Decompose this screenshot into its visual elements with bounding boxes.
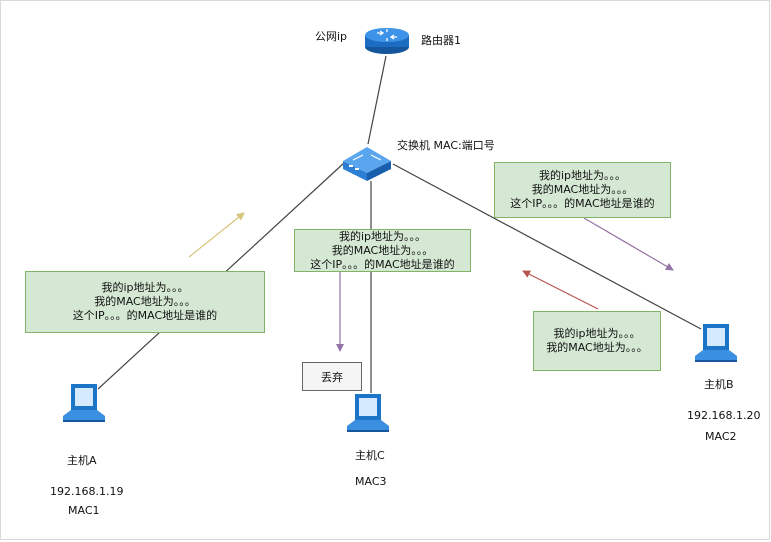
note-line: 我的ip地址为。。。 [553, 327, 641, 340]
message-note-from-hostB: 我的ip地址为。。。 我的MAC地址为。。。 [533, 311, 661, 371]
note-line: 我的ip地址为。。。 [538, 169, 627, 182]
discard-box: 丢弃 [302, 362, 362, 391]
arrow-hostB-to-switch [522, 270, 599, 310]
arrow-switch-to-hostB [583, 217, 674, 271]
link-router-switch [367, 55, 387, 145]
laptop-icon-hostB [693, 322, 739, 372]
router-name: 路由器1 [421, 34, 461, 47]
note-line: 这个IP。。。的MAC地址是谁的 [310, 257, 455, 271]
laptop-icon-hostC [345, 392, 391, 442]
switch-label: 交换机 MAC:端口号 [397, 139, 495, 152]
hostB-mac: MAC2 [705, 430, 737, 443]
router-icon [363, 25, 411, 61]
arrow-hostA-to-switch [188, 212, 245, 258]
laptop-icon-hostA [61, 382, 107, 432]
hostA-ip: 192.168.1.19 [50, 485, 124, 498]
hostC-name: 主机C [355, 449, 385, 462]
note-line: 我的MAC地址为。。。 [546, 341, 648, 354]
note-line: 我的MAC地址为。。。 [94, 295, 196, 308]
message-note-to-hostB: 我的ip地址为。。。 我的MAC地址为。。。 这个IP。。。的MAC地址是谁的 [494, 162, 671, 218]
note-line: 我的ip地址为。。。 [338, 229, 427, 243]
hostB-ip: 192.168.1.20 [687, 409, 761, 422]
public-ip-label: 公网ip [315, 30, 348, 43]
note-line: 这个IP。。。的MAC地址是谁的 [510, 197, 655, 210]
switch-icon [341, 143, 393, 187]
hostB-name: 主机B [704, 378, 734, 391]
link-switch-hostB [392, 163, 702, 330]
note-line: 我的MAC地址为。。。 [531, 183, 634, 196]
hostA-name: 主机A [67, 454, 97, 467]
hostA-mac: MAC1 [68, 504, 100, 517]
message-note-hostC: 我的ip地址为。。。 我的MAC地址为。。。 这个IP。。。的MAC地址是谁的 [294, 229, 471, 272]
note-line: 我的MAC地址为。。。 [331, 243, 434, 257]
note-line: 我的ip地址为。。。 [101, 281, 189, 294]
note-line: 这个IP。。。的MAC地址是谁的 [72, 309, 218, 322]
message-note-hostA: 我的ip地址为。。。 我的MAC地址为。。。 这个IP。。。的MAC地址是谁的 [25, 271, 265, 333]
hostC-mac: MAC3 [355, 475, 387, 488]
